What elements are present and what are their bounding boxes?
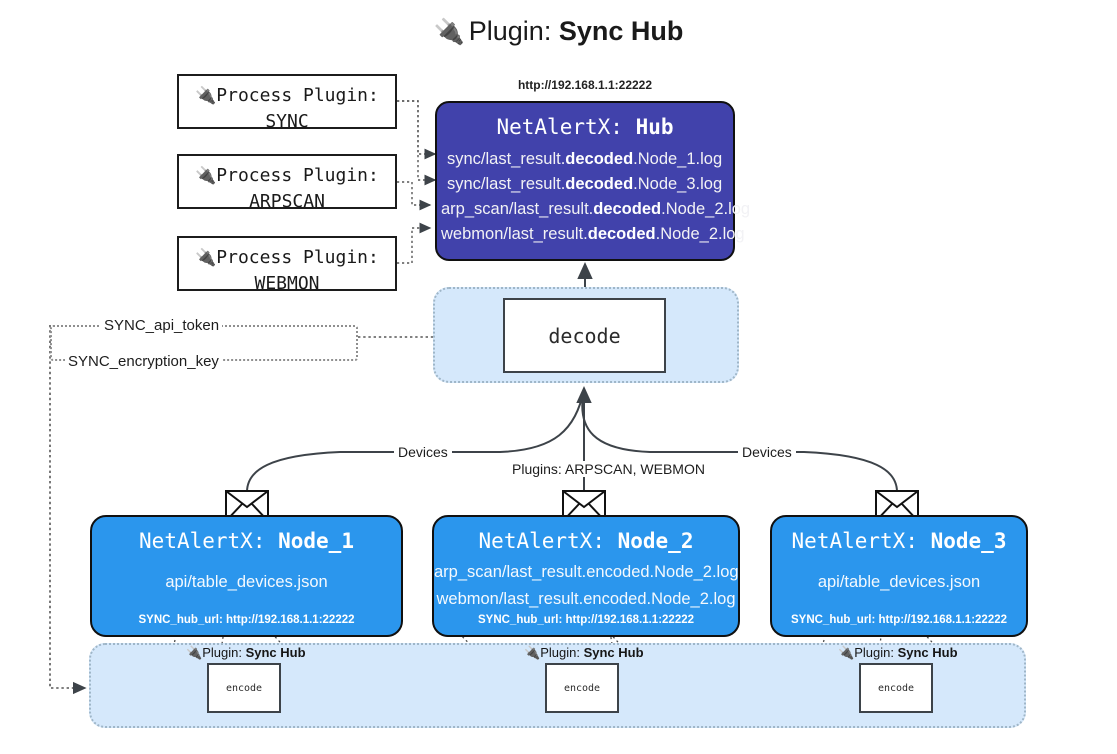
node-3-line: api/table_devices.json [817,573,981,591]
title-name: Sync Hub [558,16,684,46]
node-2-line: webmon/last_result.encoded.Node_2.log [436,590,736,608]
hub-log-line: webmon/last_result.decoded.Node_2.log [441,225,745,243]
node-2-title: NetAlertX: Node_2 [478,529,694,553]
hub-log-list: sync/last_result.decoded.Node_1.log sync… [437,147,751,247]
node-3-box[interactable]: NetAlertX: Node_3 api/table_devices.json… [770,515,1028,637]
encoder-2-caption: 🔌Plugin: Sync Hub [524,645,644,660]
hub-log-line: sync/last_result.decoded.Node_1.log [447,150,723,168]
node-3-footer: SYNC_hub_url: http://192.168.1.1:22222 [790,614,1008,626]
node-1-footer: SYNC_hub_url: http://192.168.1.1:22222 [138,614,355,626]
hub-log-line: arp_scan/last_result.decoded.Node_2.log [441,200,751,218]
node-3-title: NetAlertX: Node_3 [791,529,1007,553]
sync-encryption-key-label: SYNC_encryption_key [65,353,222,370]
node-2-line: arp_scan/last_result.encoded.Node_2.log [434,563,739,581]
plug-icon: 🔌 [195,166,217,186]
hub-box[interactable]: NetAlertX: Hub sync/last_result.decoded.… [435,101,751,261]
encoder-1-box[interactable]: encode [207,663,281,713]
process-plugin-sync-box[interactable]: 🔌Process Plugin: SYNC [177,74,397,132]
process-plugin-sync-line1: 🔌Process Plugin: [195,85,379,106]
edge-label-devices-right: Devices [738,444,796,460]
encoder-3-caption: 🔌Plugin: Sync Hub [838,645,958,660]
edge-label-devices-left: Devices [394,444,452,460]
node-2-footer: SYNC_hub_url: http://192.168.1.1:22222 [477,614,695,626]
hub-log-line: sync/last_result.decoded.Node_3.log [447,175,723,193]
edge-label-plugins-center: Plugins: ARPSCAN, WEBMON [508,461,709,477]
process-plugin-arpscan-line1: 🔌Process Plugin: [195,165,379,186]
decode-box[interactable]: decode [503,298,666,373]
hub-title: NetAlertX: Hub [496,115,674,139]
plug-icon: 🔌 [195,248,217,268]
encoder-2-box[interactable]: encode [545,663,619,713]
process-plugin-webmon-box[interactable]: 🔌Process Plugin: WEBMON [177,236,397,294]
title-prefix: Plugin: [468,16,559,46]
plug-icon: 🔌 [524,645,541,660]
hub-url-label: http://192.168.1.1:22222 [517,78,653,92]
node-1-box[interactable]: NetAlertX: Node_1 api/table_devices.json… [90,515,403,637]
page-title: 🔌Plugin: Sync Hub [0,16,1117,47]
plug-icon: 🔌 [838,645,855,660]
encoder-3-box[interactable]: encode [859,663,933,713]
process-plugin-sync-line2: SYNC [265,110,309,132]
sync-api-token-label: SYNC_api_token [101,317,223,334]
process-plugin-webmon-line1: 🔌Process Plugin: [195,247,379,268]
plug-icon: 🔌 [186,645,203,660]
node-2-box[interactable]: NetAlertX: Node_2 arp_scan/last_result.e… [432,515,740,637]
plug-icon: 🔌 [433,18,465,46]
node-1-line: api/table_devices.json [165,573,328,591]
node-1-title: NetAlertX: Node_1 [139,529,354,553]
encoder-1-caption: 🔌Plugin: Sync Hub [186,645,306,660]
plug-icon: 🔌 [195,86,217,106]
process-plugin-webmon-line2: WEBMON [254,272,320,294]
process-plugin-arpscan-box[interactable]: 🔌Process Plugin: ARPSCAN [177,154,397,212]
process-plugin-arpscan-line2: ARPSCAN [249,190,325,212]
